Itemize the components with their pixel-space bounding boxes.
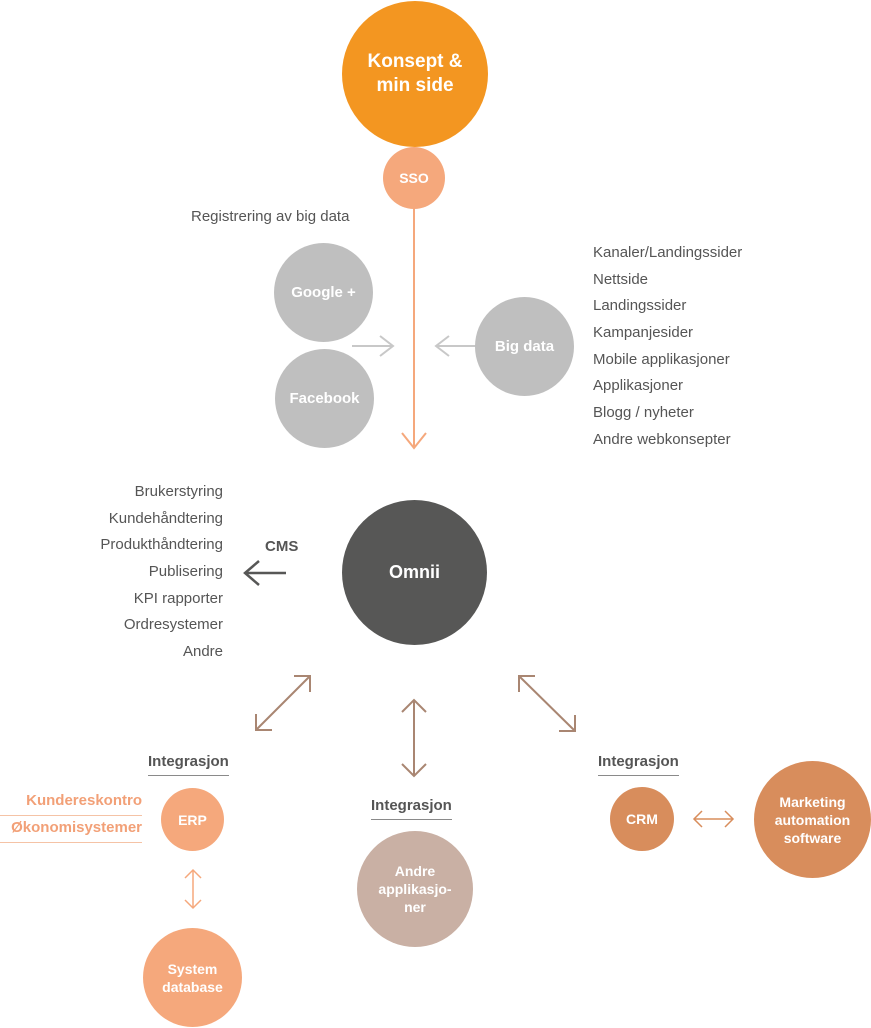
cms-label: CMS [265,538,299,555]
channel-item: Mobile applikasjoner [593,350,730,368]
bigdata-label: Big data [494,338,555,355]
google-label: Google + [291,284,356,301]
konsept-node: Konsept & min side [342,1,488,147]
integrasjon-left-label: Integrasjon [148,753,229,776]
cms-item: Ordresystemer [123,616,223,634]
integrasjon-right-label: Integrasjon [598,753,679,776]
system-database-node: System database [143,928,242,1027]
cms-arrowhead [243,560,260,586]
integration-left-arrow [255,675,311,731]
facebook-label: Facebook [289,390,360,407]
channel-item: Applikasjoner [593,377,684,395]
registrering-label: Registrering av big data [191,208,350,225]
omnii-label: Omnii [388,562,440,582]
channel-item: Nettside [593,270,649,288]
system-database-label: System database [162,960,223,995]
sso-label: SSO [399,170,429,186]
channel-item: Kanaler/Landingssider [593,244,743,261]
erp-label: ERP [178,811,207,828]
andre-applikasjoner-node: Andre applikasjo- ner [357,831,473,947]
erp-item: Kundereskontro [0,789,142,816]
erp-node: ERP [161,788,224,851]
erp-items-list: Kundereskontro Økonomisystemer [0,789,142,843]
google-node: Google + [274,243,373,342]
crm-node: CRM [610,787,674,851]
erp-item: Økonomisystemer [0,816,142,843]
cms-items-list: Brukerstyring Kundehåndtering Produkthån… [60,479,223,666]
cms-item: Brukerstyring [134,483,223,500]
andre-applikasjoner-label: Andre applikasjo- ner [378,863,452,915]
omnii-node: Omnii [342,500,487,645]
channel-item: Landingssider [593,297,687,315]
social-arrowhead [379,335,395,357]
sso-node: SSO [383,147,445,209]
integration-right-arrow [518,675,576,732]
integrasjon-center-label: Integrasjon [371,797,452,820]
cms-item: Produkthåndtering [100,536,223,554]
cms-item: Andre [182,643,223,661]
channels-list: Kanaler/Landingssider Nettside Landingss… [593,240,742,454]
marketing-label: Marketing automation software [774,793,851,846]
facebook-node: Facebook [275,349,374,448]
bigdata-arrowhead [434,335,450,357]
cms-item: Kundehåndtering [108,509,223,527]
cms-item: KPI rapporter [133,589,223,607]
konsept-label: Konsept & min side [367,51,463,96]
channel-item: Andre webkonsepter [593,430,731,448]
crm-label: CRM [626,811,658,827]
channel-item: Blogg / nyheter [593,404,694,422]
sso-to-omnii-arrowhead [401,432,427,450]
channel-item: Kampanjesider [593,324,694,342]
marketing-node: Marketing automation software [754,761,871,878]
cms-item: Publisering [148,563,223,581]
bigdata-node: Big data [475,297,574,396]
